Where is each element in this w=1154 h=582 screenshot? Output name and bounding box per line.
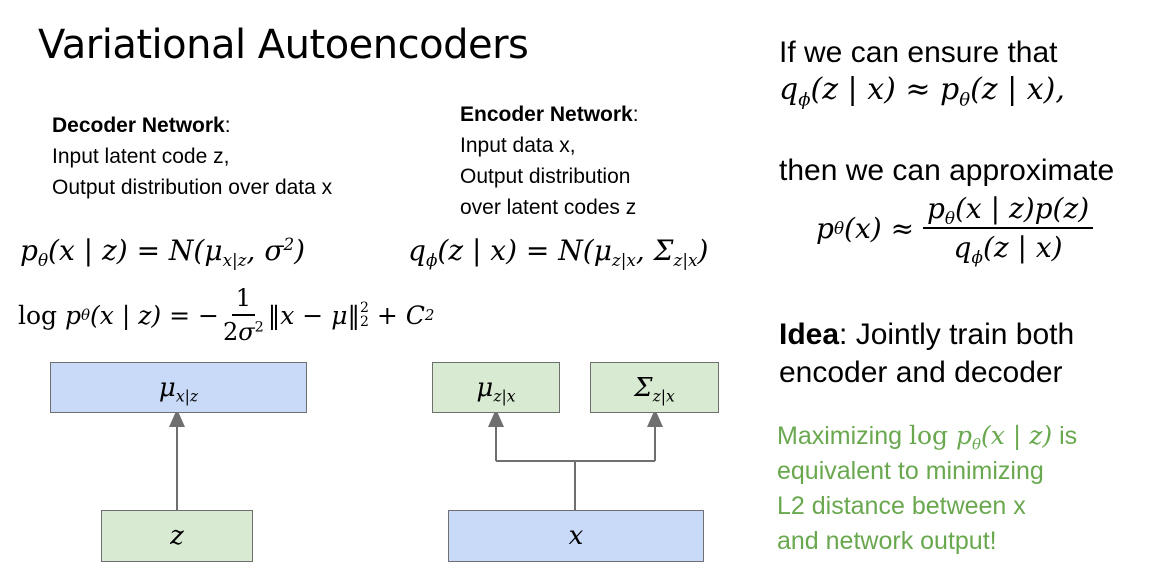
- encoder-cov-box: Σz|x: [590, 362, 719, 413]
- decoder-line-2: Output distribution over data x: [52, 176, 333, 199]
- encoder-mean-label: μz|x: [476, 372, 516, 405]
- encoder-input-label: x: [568, 521, 584, 551]
- green-note-line-1: Maximizing log pθ(x | z) is: [777, 418, 1077, 454]
- encoder-input-box: x: [448, 510, 704, 562]
- encoder-line-1: Input data x,: [460, 134, 576, 157]
- idea-text: : Jointly train both: [839, 318, 1075, 351]
- idea-line-2: encoder and decoder: [779, 356, 1063, 389]
- green-note-suffix: is: [1052, 422, 1078, 450]
- decoder-output-label: μx|z: [158, 372, 199, 405]
- idea-label: Idea: [779, 318, 840, 351]
- decoder-line-1: Input latent code z,: [52, 145, 230, 168]
- green-note-line-4: and network output!: [777, 527, 997, 555]
- encoder-distribution-equation: qϕ(z | x) = N(μz|x, Σz|x): [408, 234, 709, 270]
- decoder-input-label: z: [170, 521, 184, 551]
- right-line-2: then we can approximate: [779, 154, 1115, 187]
- green-note-math: log pθ(x | z): [908, 421, 1053, 454]
- encoder-line-3: over latent codes z: [460, 196, 637, 219]
- right-line-1: If we can ensure that: [779, 36, 1058, 69]
- decoder-heading: Decoder Network: [52, 114, 225, 137]
- decoder-input-box: z: [101, 510, 253, 562]
- green-note-line-2: equivalent to minimizing: [777, 457, 1044, 485]
- slide-title: Variational Autoencoders: [38, 22, 529, 68]
- decoder-description: Decoder Network: Input latent code z, Ou…: [52, 110, 332, 203]
- decoder-distribution-equation: pθ(x | z) = N(μx|z, σ2): [20, 233, 306, 270]
- encoder-line-2: Output distribution: [460, 165, 631, 188]
- green-note-line-3: L2 distance between x: [777, 492, 1026, 520]
- encoder-mean-box: μz|x: [432, 362, 560, 413]
- encoder-heading-line: Encoder Network:: [460, 99, 639, 130]
- encoder-description: Encoder Network: Input data x, Output di…: [460, 99, 639, 223]
- green-note-prefix: Maximizing: [777, 422, 903, 450]
- green-note: Maximizing log pθ(x | z) is equivalent t…: [777, 418, 1077, 559]
- decoder-output-box: μx|z: [50, 362, 307, 413]
- decoder-heading-colon: :: [224, 114, 231, 137]
- idea-line-1: Idea: Jointly train both: [779, 316, 1074, 354]
- encoder-heading: Encoder Network: [460, 103, 633, 126]
- encoder-heading-colon: :: [632, 103, 639, 126]
- right-condition-equation: qϕ(z | x) ≈ pθ(z | x),: [779, 72, 1065, 111]
- decoder-heading-line: Decoder Network:: [52, 110, 332, 141]
- encoder-cov-label: Σz|x: [634, 372, 675, 405]
